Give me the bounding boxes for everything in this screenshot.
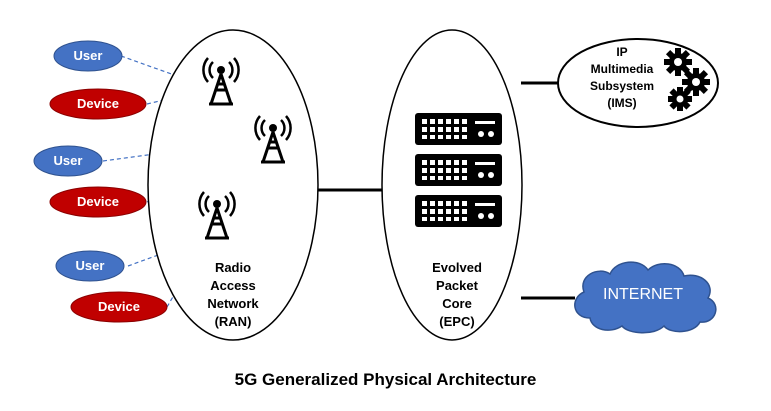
user-node (53, 40, 123, 72)
gear-icon (682, 68, 710, 96)
gear-icon (664, 48, 692, 76)
user-node (55, 250, 125, 282)
cloud-icon (574, 261, 717, 334)
diagram-caption: 5G Generalized Physical Architecture (234, 370, 537, 389)
ran-label-line: Access (210, 278, 256, 293)
epc-label-line: Core (442, 296, 472, 311)
ran-ellipse (147, 29, 319, 341)
epc-label-line: Packet (436, 278, 478, 293)
device-node-label: Device (77, 194, 119, 209)
ran-label-line: (RAN) (214, 314, 252, 329)
user-node-label: User (73, 48, 103, 63)
user-node (33, 145, 103, 177)
ims-label-line: (IMS) (607, 96, 637, 110)
radio-tower-icon (198, 191, 236, 240)
user-node-label: User (75, 258, 105, 273)
ims-label-line: Subsystem (589, 79, 655, 93)
user-node-label: User (53, 153, 83, 168)
ran-label-line: Radio (214, 260, 252, 275)
epc-label-line: Evolved (432, 260, 482, 275)
device-node (49, 88, 147, 120)
ims-label-line: IP (616, 45, 628, 59)
ran-label: Radio Access Network (RAN) (193, 259, 273, 331)
radio-tower-icon (202, 57, 240, 106)
server-rack-icon (415, 154, 502, 186)
internet-label: INTERNET (603, 286, 683, 303)
ims-label: IP Multimedia Subsystem (IMS) (574, 44, 670, 112)
device-node-label: Device (98, 299, 140, 314)
device-node (49, 186, 147, 218)
device-node (70, 291, 168, 323)
gear-icon (668, 87, 692, 111)
ran-label-line: Network (207, 296, 259, 311)
server-rack-icon (415, 113, 502, 145)
epc-label-line: (EPC) (439, 314, 475, 329)
radio-tower-icon (254, 115, 292, 164)
server-rack-icon (415, 195, 502, 227)
ims-label-line: Multimedia (590, 62, 654, 76)
epc-label: Evolved Packet Core (EPC) (417, 259, 497, 331)
device-node-label: Device (77, 96, 119, 111)
